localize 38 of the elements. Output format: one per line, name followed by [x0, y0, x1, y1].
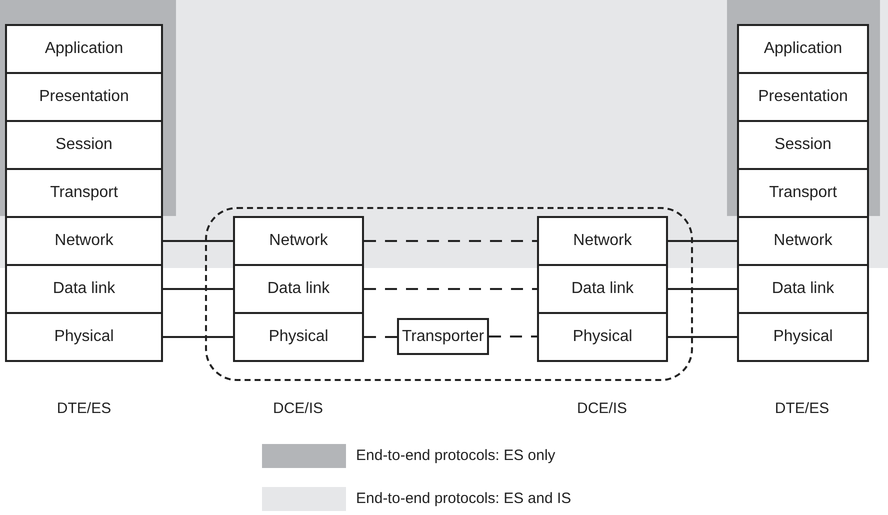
- boundary-region: [205, 207, 693, 381]
- connector-line: [668, 336, 737, 338]
- layer-box: Physical: [537, 312, 668, 362]
- layer-box: Data link: [233, 264, 364, 314]
- layer-box: Transport: [737, 168, 869, 218]
- legend-text: End-to-end protocols: ES only: [356, 447, 556, 464]
- layer-box: Presentation: [5, 72, 163, 122]
- layer-box: Application: [737, 24, 869, 74]
- layer-box: Transport: [5, 168, 163, 218]
- layer-box: Data link: [537, 264, 668, 314]
- station-label: DCE/IS: [577, 400, 627, 417]
- connector-line: [163, 336, 233, 338]
- layer-box: Network: [5, 216, 163, 266]
- layer-box: Network: [737, 216, 869, 266]
- layer-box: Presentation: [737, 72, 869, 122]
- station-label: DCE/IS: [273, 400, 323, 417]
- layer-box: Network: [537, 216, 668, 266]
- dashed-connector: [364, 336, 397, 338]
- dashed-connector: [489, 336, 537, 338]
- transporter-box: Transporter: [397, 318, 489, 355]
- layer-box: Session: [5, 120, 163, 170]
- layer-box: Physical: [233, 312, 364, 362]
- layer-box: Physical: [737, 312, 869, 362]
- layer-box: Session: [737, 120, 869, 170]
- station-label: DTE/ES: [774, 400, 830, 417]
- connector-line: [668, 288, 737, 290]
- station-label: DTE/ES: [56, 400, 112, 417]
- layer-box: Physical: [5, 312, 163, 362]
- connector-line: [163, 240, 233, 242]
- legend-text: End-to-end protocols: ES and IS: [356, 490, 572, 507]
- layer-box: Network: [233, 216, 364, 266]
- layer-box: Application: [5, 24, 163, 74]
- connector-line: [163, 288, 233, 290]
- layer-box: Data link: [5, 264, 163, 314]
- layer-box: Data link: [737, 264, 869, 314]
- dashed-connector: [364, 240, 537, 242]
- connector-line: [668, 240, 737, 242]
- dashed-connector: [364, 288, 537, 290]
